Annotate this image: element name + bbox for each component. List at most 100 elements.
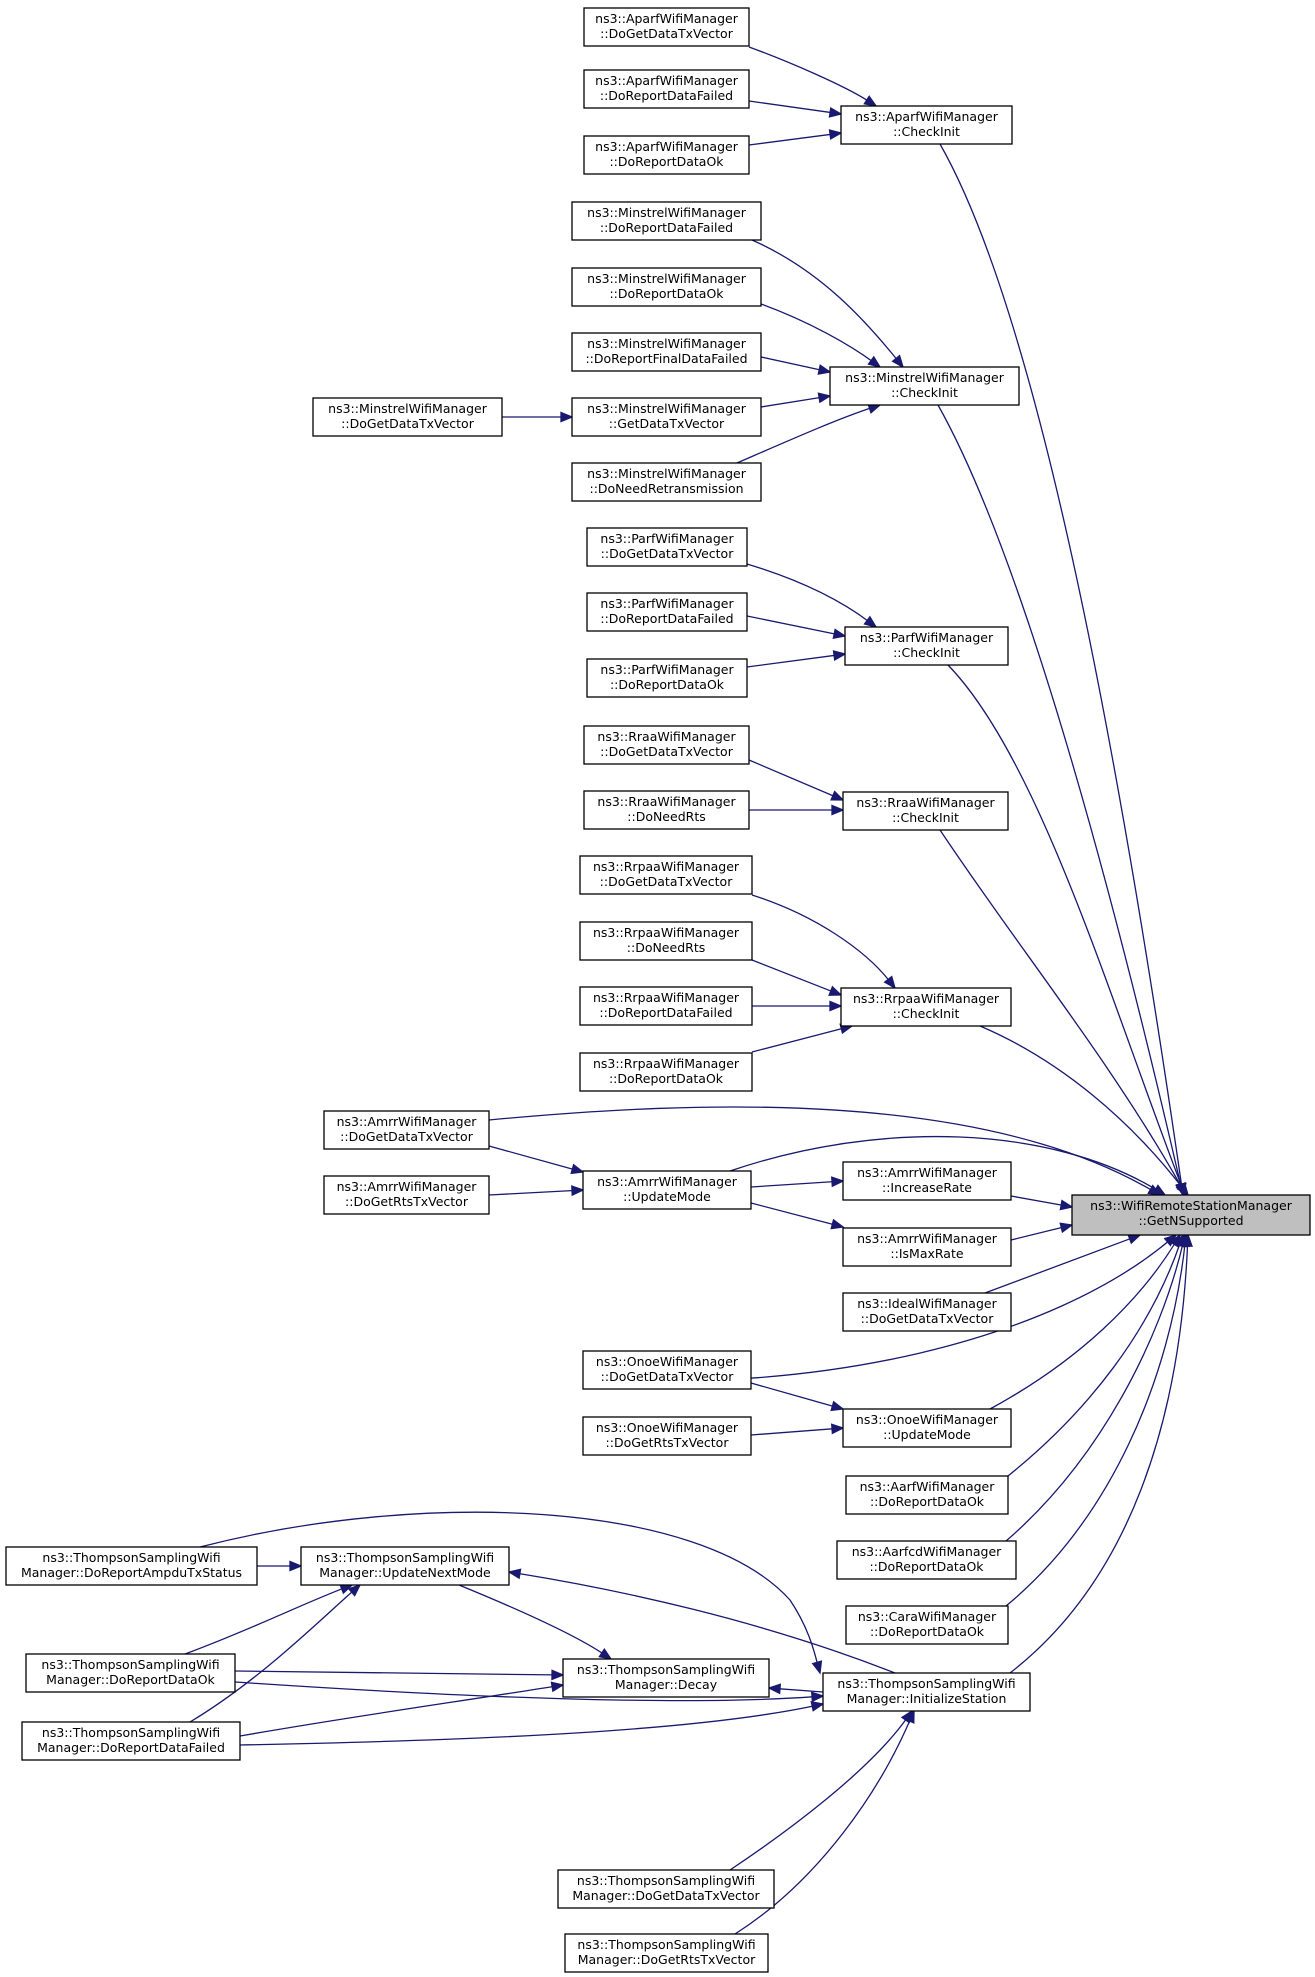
- node-label-line: ::DoGetDataTxVector: [600, 874, 734, 889]
- node-aarfcd-ro[interactable]: ns3::AarfcdWifiManager::DoReportDataOk: [836, 1540, 1017, 1580]
- node-label-line: ::DoReportDataFailed: [599, 1005, 732, 1020]
- edge-aparf-rf-to-aparf-ci: [748, 100, 843, 118]
- node-box: [571, 332, 762, 372]
- node-amrr-ir[interactable]: ns3::AmrrWifiManager::IncreaseRate: [842, 1161, 1012, 1201]
- node-box: [822, 1672, 1031, 1712]
- arrowhead-icon: [904, 1709, 915, 1724]
- node-box: [571, 201, 762, 241]
- node-box: [582, 1170, 752, 1210]
- node-rrpaa-rf[interactable]: ns3::RrpaaWifiManager::DoReportDataFaile…: [579, 986, 753, 1026]
- node-min-dg[interactable]: ns3::MinstrelWifiManager::DoGetDataTxVec…: [312, 397, 503, 437]
- node-ts-un[interactable]: ns3::ThompsonSamplingWifiManager::Update…: [300, 1546, 510, 1586]
- edge-line: [736, 407, 872, 464]
- node-onoe-dg[interactable]: ns3::OnoeWifiManager::DoGetDataTxVector: [582, 1350, 752, 1390]
- edge-amrr-im-to-target: [1010, 1222, 1074, 1241]
- node-label-line: ns3::RraaWifiManager: [856, 795, 995, 810]
- node-aparf-rf[interactable]: ns3::AparfWifiManager::DoReportDataFaile…: [583, 69, 750, 109]
- node-box: [300, 1546, 510, 1586]
- node-label-line: ns3::RraaWifiManager: [597, 794, 736, 809]
- node-label-line: ::GetDataTxVector: [609, 416, 725, 431]
- node-label-line: ns3::MinstrelWifiManager: [587, 401, 747, 416]
- node-onoe-um[interactable]: ns3::OnoeWifiManager::UpdateMode: [842, 1408, 1012, 1448]
- edge-ts-ra-to-ts-un: [257, 1560, 303, 1572]
- node-label-line: ::DoReportDataOk: [610, 677, 725, 692]
- node-ts-rf[interactable]: ns3::ThompsonSamplingWifiManager::DoRepo…: [21, 1721, 241, 1761]
- edge-line: [184, 1587, 344, 1655]
- arrowhead-icon: [829, 1000, 843, 1012]
- arrowhead-icon: [571, 1185, 585, 1197]
- node-label-line: Manager::InitializeStation: [847, 1691, 1007, 1706]
- node-ts-dg[interactable]: ns3::ThompsonSamplingWifiManager::DoGetD…: [557, 1869, 775, 1909]
- node-rraa-dg[interactable]: ns3::RraaWifiManager::DoGetDataTxVector: [583, 725, 750, 765]
- node-label-line: ::DoGetDataTxVector: [601, 1369, 735, 1384]
- node-parf-dg[interactable]: ns3::ParfWifiManager::DoGetDataTxVector: [586, 527, 748, 567]
- node-aparf-dg[interactable]: ns3::AparfWifiManager::DoGetDataTxVector: [583, 7, 750, 47]
- node-ts-ro[interactable]: ns3::ThompsonSamplingWifiManager::DoRepo…: [25, 1653, 236, 1693]
- arrowhead-icon: [1152, 1184, 1167, 1196]
- node-aparf-ro[interactable]: ns3::AparfWifiManager::DoReportDataOk: [583, 135, 750, 175]
- node-onoe-dr[interactable]: ns3::OnoeWifiManager::DoGetRtsTxVector: [582, 1416, 752, 1456]
- node-min-gd[interactable]: ns3::MinstrelWifiManager::GetDataTxVecto…: [571, 397, 762, 437]
- node-label-line: Manager::DoReportDataOk: [46, 1672, 215, 1687]
- edge-line: [1007, 1243, 1181, 1477]
- node-ideal-dg[interactable]: ns3::IdealWifiManager::DoGetDataTxVector: [842, 1292, 1012, 1332]
- node-box: [582, 1416, 752, 1456]
- node-label-line: ns3::MinstrelWifiManager: [587, 466, 747, 481]
- node-cara-ro[interactable]: ns3::CaraWifiManager::DoReportDataOk: [845, 1605, 1009, 1645]
- node-ts-dr[interactable]: ns3::ThompsonSamplingWifiManager::DoGetR…: [564, 1933, 769, 1973]
- edge-onoe-dr-to-onoe-um: [750, 1423, 845, 1436]
- node-target[interactable]: ns3::WifiRemoteStationManager::GetNSuppo…: [1071, 1194, 1311, 1236]
- node-rrpaa-ro[interactable]: ns3::RrpaaWifiManager::DoReportDataOk: [579, 1052, 753, 1092]
- node-min-rff[interactable]: ns3::MinstrelWifiManager::DoReportFinalD…: [571, 332, 762, 372]
- arrowhead-icon: [550, 1681, 565, 1693]
- node-label-line: ns3::RrpaaWifiManager: [593, 990, 740, 1005]
- edge-min-gd-to-min-ci: [760, 392, 832, 408]
- node-min-rf[interactable]: ns3::MinstrelWifiManager::DoReportDataFa…: [571, 201, 762, 241]
- node-aparf-ci[interactable]: ns3::AparfWifiManager::CheckInit: [840, 105, 1013, 145]
- edge-line: [239, 1685, 555, 1737]
- edge-line: [189, 1590, 354, 1723]
- node-amrr-um[interactable]: ns3::AmrrWifiManager::UpdateMode: [582, 1170, 752, 1210]
- node-label-line: ::CheckInit: [893, 124, 960, 139]
- node-min-ci[interactable]: ns3::MinstrelWifiManager::CheckInit: [829, 366, 1020, 406]
- edge-min-ro-to-min-ci: [760, 303, 882, 369]
- node-parf-ci[interactable]: ns3::ParfWifiManager::CheckInit: [844, 626, 1009, 666]
- node-amrr-im[interactable]: ns3::AmrrWifiManager::IsMaxRate: [842, 1227, 1012, 1267]
- node-rraa-nr[interactable]: ns3::RraaWifiManager::DoNeedRts: [583, 790, 750, 830]
- node-parf-rf[interactable]: ns3::ParfWifiManager::DoReportDataFailed: [586, 592, 748, 632]
- node-min-nr[interactable]: ns3::MinstrelWifiManager::DoNeedRetransm…: [571, 462, 762, 502]
- arrowhead-icon: [767, 1683, 782, 1695]
- node-amrr-dr[interactable]: ns3::AmrrWifiManager::DoGetRtsTxVector: [323, 1175, 490, 1215]
- node-rrpaa-dg[interactable]: ns3::RrpaaWifiManager::DoGetDataTxVector: [579, 855, 753, 895]
- node-label-line: ns3::RrpaaWifiManager: [853, 991, 1000, 1006]
- node-label-line: ns3::ThompsonSamplingWifi: [42, 1550, 220, 1565]
- edge-ts-is-to-ts-un: [507, 1568, 896, 1674]
- edge-line: [746, 615, 837, 635]
- node-label-line: ns3::ThompsonSamplingWifi: [577, 1873, 755, 1888]
- node-label-line: ::GetNSupported: [1138, 1213, 1243, 1228]
- edge-ts-ro-to-ts-is: [234, 1681, 825, 1703]
- node-ts-ra[interactable]: ns3::ThompsonSamplingWifiManager::DoRepo…: [5, 1546, 258, 1586]
- node-label-line: ns3::RraaWifiManager: [597, 729, 736, 744]
- node-label-line: ns3::ThompsonSamplingWifi: [837, 1676, 1015, 1691]
- node-min-ro[interactable]: ns3::MinstrelWifiManager::DoReportDataOk: [571, 267, 762, 307]
- node-label-line: ns3::MinstrelWifiManager: [845, 370, 1005, 385]
- node-parf-ro[interactable]: ns3::ParfWifiManager::DoReportDataOk: [586, 658, 748, 698]
- edge-ts-is-to-ts-dc: [767, 1683, 824, 1695]
- node-ts-is[interactable]: ns3::ThompsonSamplingWifiManager::Initia…: [822, 1672, 1031, 1712]
- node-rrpaa-ci[interactable]: ns3::RrpaaWifiManager::CheckInit: [840, 987, 1012, 1027]
- edge-line: [989, 1242, 1176, 1410]
- node-label-line: Manager::DoReportDataFailed: [37, 1740, 225, 1755]
- node-rrpaa-nr[interactable]: ns3::RrpaaWifiManager::DoNeedRts: [579, 921, 753, 961]
- edge-ts-dg-to-ts-is: [729, 1709, 913, 1871]
- node-box: [583, 790, 750, 830]
- node-label-line: ::CheckInit: [892, 810, 959, 825]
- node-label-line: ::DoReportDataOk: [870, 1494, 985, 1509]
- node-aarf-ro[interactable]: ns3::AarfWifiManager::DoReportDataOk: [845, 1475, 1009, 1515]
- arrowhead-icon: [1127, 1233, 1142, 1245]
- node-rraa-ci[interactable]: ns3::RraaWifiManager::CheckInit: [842, 791, 1009, 831]
- node-label-line: ::DoNeedRetransmission: [589, 481, 743, 496]
- node-label-line: ns3::OnoeWifiManager: [856, 1412, 999, 1427]
- node-amrr-dg[interactable]: ns3::AmrrWifiManager::DoGetDataTxVector: [323, 1110, 490, 1150]
